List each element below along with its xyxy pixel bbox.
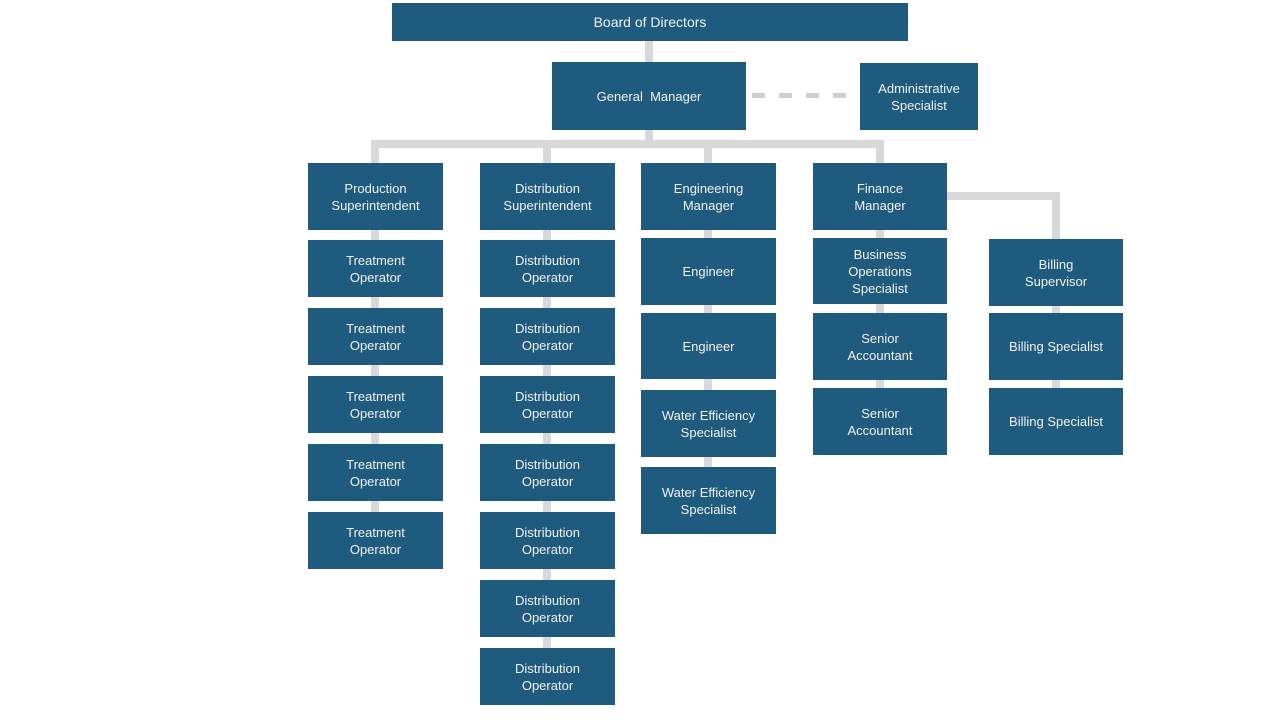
node-distribution-operator-4: Distribution Operator [480, 444, 615, 501]
node-distribution-superintendent: Distribution Superintendent [480, 163, 615, 230]
connector-col1-stub-4 [371, 433, 379, 444]
node-treatment-operator-2: Treatment Operator [308, 308, 443, 365]
node-label-business-operations-specialist: Business Operations Specialist [848, 246, 912, 296]
node-label-distribution-operator-3: Distribution Operator [514, 388, 581, 421]
node-label-distribution-operator-7: Distribution Operator [514, 660, 581, 693]
node-label-distribution-superintendent: Distribution Superintendent [503, 180, 592, 213]
node-label-engineering-manager: Engineering Manager [673, 180, 744, 213]
node-distribution-operator-3: Distribution Operator [480, 376, 615, 433]
connector-col1-stub-1 [371, 230, 379, 240]
node-label-distribution-operator-2: Distribution Operator [514, 320, 581, 353]
node-label-treatment-operator-1: Treatment Operator [346, 252, 405, 285]
node-finance-manager: Finance Manager [813, 163, 947, 230]
node-engineer-1: Engineer [641, 238, 776, 305]
connector-drop-distribution [543, 147, 551, 163]
node-distribution-operator-7: Distribution Operator [480, 648, 615, 705]
connector-col3-stub-1 [704, 230, 712, 238]
connector-gm-drop [645, 130, 653, 141]
connector-board-to-gm [645, 41, 653, 62]
connector-col3-stub-2 [704, 305, 712, 313]
node-label-billing-specialist-2: Billing Specialist [1009, 414, 1103, 429]
node-label-treatment-operator-3: Treatment Operator [346, 388, 405, 421]
connector-drop-engineering [704, 147, 712, 163]
node-label-board-of-directors: Board of Directors [593, 13, 707, 30]
node-treatment-operator-5: Treatment Operator [308, 512, 443, 569]
connector-main-horizontal [371, 140, 884, 148]
connector-col4-stub-1 [876, 230, 884, 238]
connector-col2-stub-5 [543, 501, 551, 512]
node-label-senior-accountant-1: Senior Accountant [847, 330, 913, 363]
connector-col5-stub-2 [1052, 380, 1060, 388]
node-label-treatment-operator-2: Treatment Operator [346, 320, 405, 353]
node-label-distribution-operator-6: Distribution Operator [514, 592, 581, 625]
connector-col2-stub-4 [543, 433, 551, 444]
node-label-distribution-operator-4: Distribution Operator [514, 456, 581, 489]
connector-finance-billing-drop [1052, 192, 1060, 239]
node-business-operations-specialist: Business Operations Specialist [813, 238, 947, 304]
node-label-engineer-2: Engineer [682, 338, 735, 354]
node-distribution-operator-1: Distribution Operator [480, 240, 615, 297]
connector-col1-stub-2 [371, 297, 379, 308]
node-treatment-operator-3: Treatment Operator [308, 376, 443, 433]
connector-col1-stub-5 [371, 501, 379, 512]
node-label-water-efficiency-specialist-2: Water Efficiency Specialist [661, 484, 756, 517]
node-billing-supervisor: Billing Supervisor [989, 239, 1123, 306]
node-water-efficiency-specialist-1: Water Efficiency Specialist [641, 390, 776, 457]
node-distribution-operator-2: Distribution Operator [480, 308, 615, 365]
connector-col3-stub-3 [704, 379, 712, 390]
node-senior-accountant-1: Senior Accountant [813, 313, 947, 380]
node-billing-specialist-2: Billing Specialist [989, 388, 1123, 455]
node-water-efficiency-specialist-2: Water Efficiency Specialist [641, 467, 776, 534]
node-label-finance-manager: Finance Manager [854, 180, 906, 213]
connector-col5-stub-1 [1052, 306, 1060, 313]
connector-col2-stub-2 [543, 297, 551, 308]
node-label-billing-specialist-1: Billing Specialist [1009, 339, 1103, 354]
node-engineer-2: Engineer [641, 313, 776, 379]
connector-col4-stub-3 [876, 380, 884, 388]
node-billing-specialist-1: Billing Specialist [989, 313, 1123, 380]
node-senior-accountant-2: Senior Accountant [813, 388, 947, 455]
connector-col1-stub-3 [371, 365, 379, 376]
connector-gm-to-admin-dashed [752, 93, 860, 98]
node-label-distribution-operator-5: Distribution Operator [514, 524, 581, 557]
node-label-senior-accountant-2: Senior Accountant [847, 405, 913, 438]
node-board-of-directors: Board of Directors [392, 3, 908, 41]
node-treatment-operator-1: Treatment Operator [308, 240, 443, 297]
connector-col3-stub-4 [704, 457, 712, 467]
node-label-engineer-1: Engineer [682, 264, 735, 279]
connector-col2-stub-1 [543, 230, 551, 240]
node-general-manager: General Manager [552, 62, 746, 130]
connector-col2-stub-3 [543, 365, 551, 376]
connector-finance-billing-horizontal [946, 192, 1060, 200]
connector-drop-finance [876, 147, 884, 163]
node-label-treatment-operator-5: Treatment Operator [346, 524, 405, 557]
node-distribution-operator-5: Distribution Operator [480, 512, 615, 569]
node-label-general-manager: General Manager [596, 88, 702, 104]
node-label-distribution-operator-1: Distribution Operator [514, 252, 581, 285]
node-engineering-manager: Engineering Manager [641, 163, 776, 230]
node-administrative-specialist: Administrative Specialist [860, 63, 978, 130]
connector-drop-production [371, 147, 379, 163]
connector-col4-stub-2 [876, 304, 884, 313]
node-label-administrative-specialist: Administrative Specialist [878, 80, 960, 113]
node-treatment-operator-4: Treatment Operator [308, 444, 443, 501]
node-distribution-operator-6: Distribution Operator [480, 580, 615, 637]
node-label-water-efficiency-specialist-1: Water Efficiency Specialist [661, 407, 756, 440]
node-label-billing-supervisor: Billing Supervisor [1024, 256, 1088, 289]
connector-col2-stub-6 [543, 569, 551, 580]
node-label-treatment-operator-4: Treatment Operator [346, 456, 405, 489]
node-label-production-superintendent: Production Superintendent [331, 180, 420, 213]
connector-col2-stub-7 [543, 637, 551, 648]
node-production-superintendent: Production Superintendent [308, 163, 443, 230]
